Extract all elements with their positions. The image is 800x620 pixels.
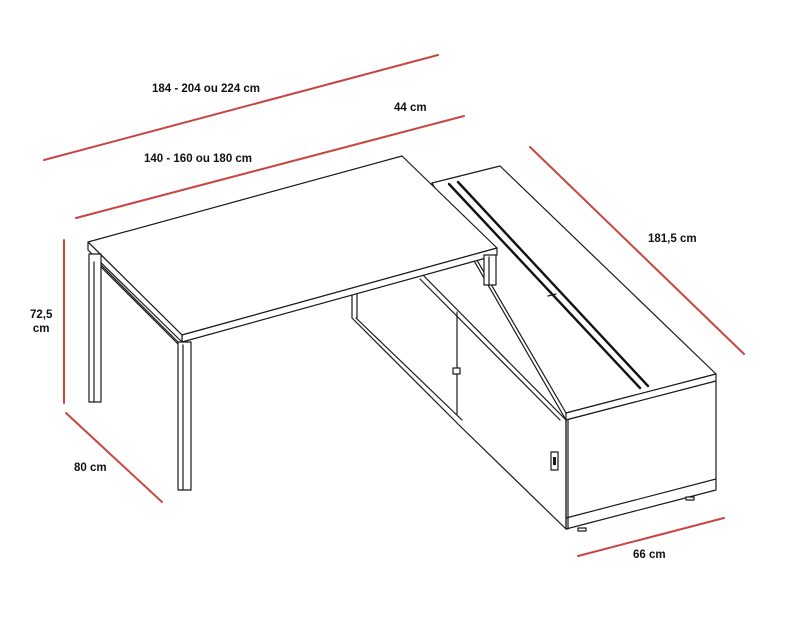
lock-keyhole-icon bbox=[553, 457, 556, 465]
height-unit: cm bbox=[32, 323, 50, 335]
dimension-label-credenza-length: 181,5 cm bbox=[648, 233, 697, 245]
desk-leg-right bbox=[483, 254, 497, 286]
dimension-label-desk-depth: 80 cm bbox=[74, 462, 107, 474]
dimension-line-overall-length bbox=[43, 54, 439, 161]
dimension-line-credenza-depth bbox=[577, 517, 725, 557]
dimension-label-overall-length: 184 - 204 ou 224 cm bbox=[152, 83, 261, 95]
cable-channel bbox=[447, 182, 642, 390]
credenza-foot bbox=[685, 496, 695, 501]
door-handle-icon bbox=[452, 367, 461, 375]
dimension-line-desk-depth bbox=[65, 412, 163, 503]
dimension-lines bbox=[43, 54, 745, 557]
desk-leg-back-left bbox=[88, 253, 102, 403]
credenza bbox=[351, 165, 717, 532]
dimension-label-desk-length: 140 - 160 ou 180 cm bbox=[144, 153, 253, 165]
desk bbox=[87, 155, 498, 491]
cable-channel bbox=[456, 180, 650, 388]
height-value: 72,5 bbox=[30, 309, 53, 321]
desk-leg-front-left bbox=[177, 341, 192, 491]
dimension-label-height: 72,5 cm bbox=[30, 308, 52, 336]
dimension-line-credenza-length bbox=[529, 146, 745, 355]
dimension-line-desk-length bbox=[75, 115, 465, 219]
dimension-label-return-overhang: 44 cm bbox=[394, 102, 427, 114]
dimension-label-credenza-depth: 66 cm bbox=[633, 549, 666, 561]
credenza-top bbox=[431, 165, 717, 414]
credenza-foot bbox=[577, 527, 587, 532]
